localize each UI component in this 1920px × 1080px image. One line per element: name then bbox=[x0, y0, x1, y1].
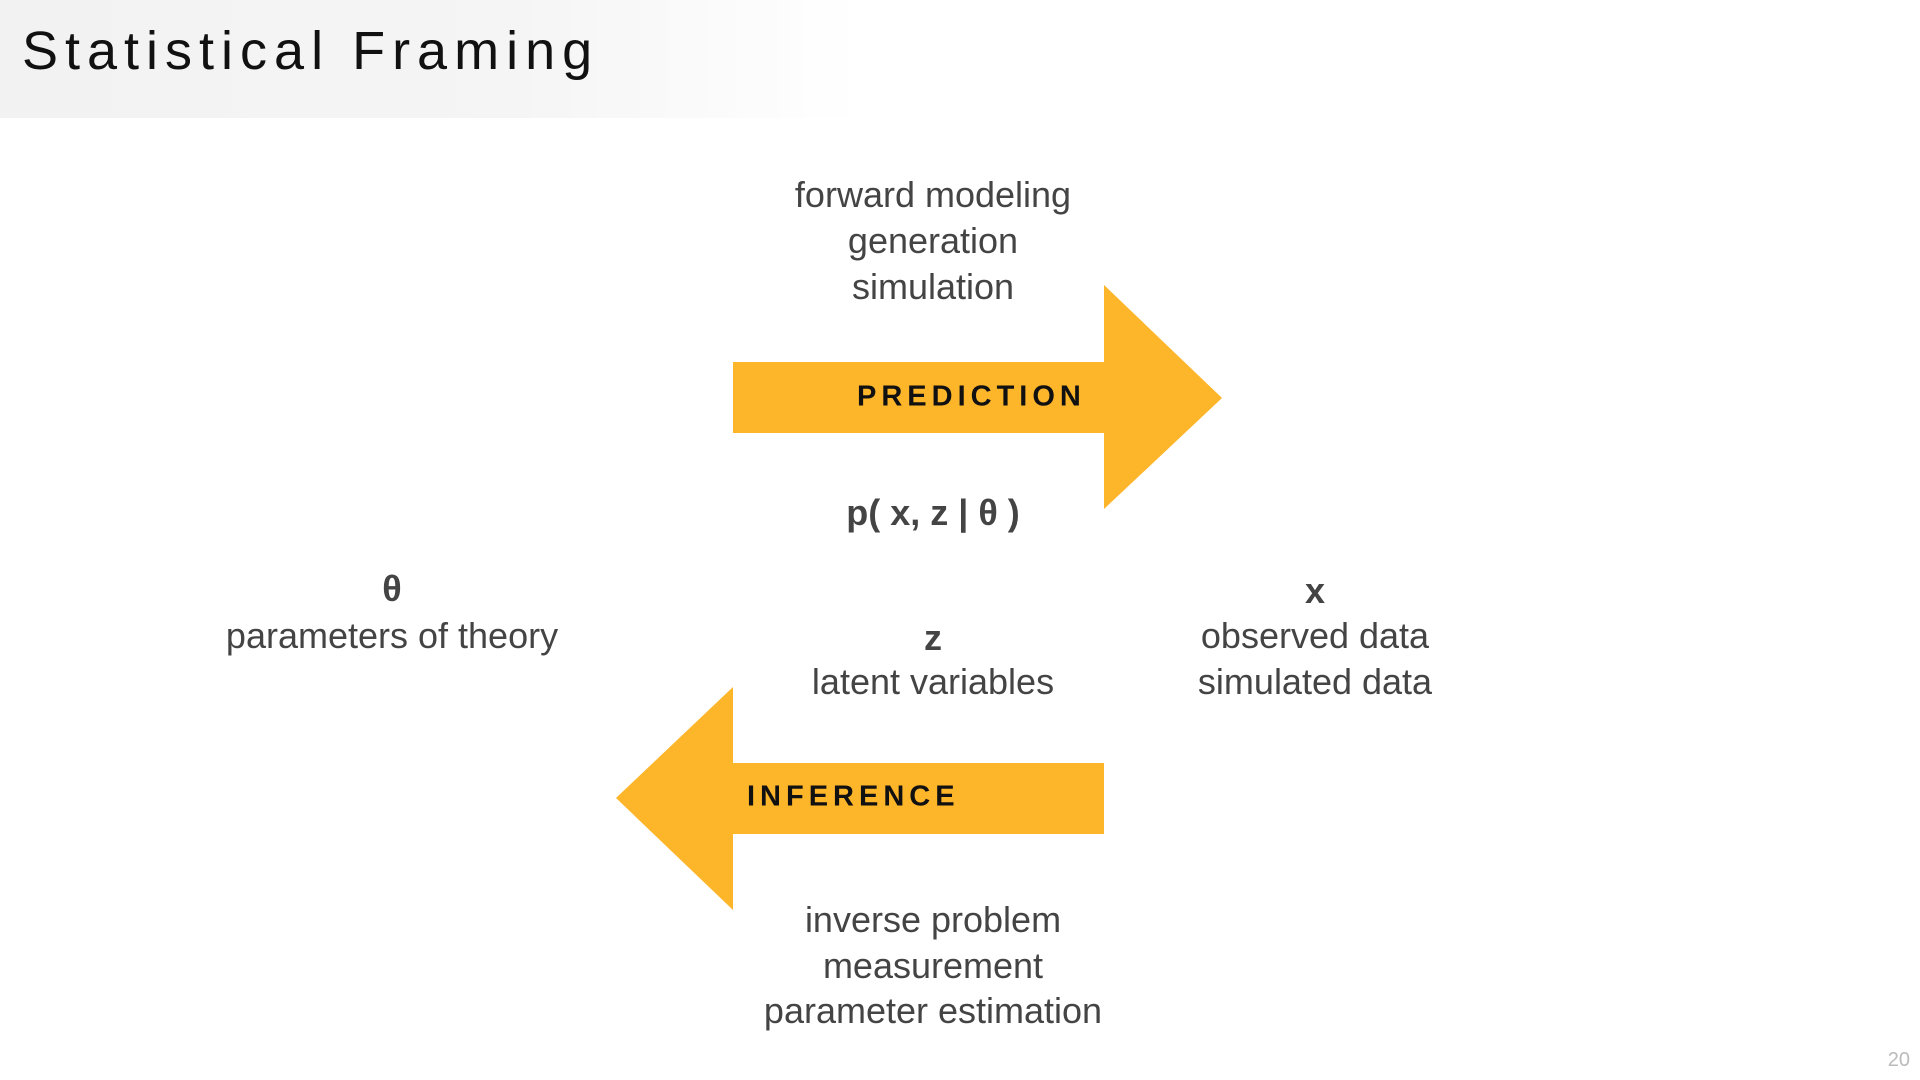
inference-text: parameter estimation bbox=[763, 990, 1103, 1031]
inference-text: measurement bbox=[822, 945, 1044, 986]
prediction-arrow bbox=[733, 285, 1222, 509]
x-description: simulated data bbox=[1197, 661, 1433, 702]
prediction-text: generation bbox=[847, 220, 1019, 261]
x-symbol: x bbox=[1304, 570, 1326, 611]
theta-description: parameters of theory bbox=[225, 615, 559, 656]
prediction-text: forward modeling bbox=[794, 174, 1072, 215]
title-background bbox=[0, 0, 860, 118]
z-symbol: z bbox=[924, 617, 942, 658]
z-description: latent variables bbox=[811, 661, 1055, 702]
inference-label: INFERENCE bbox=[747, 780, 960, 813]
inference-text: inverse problem bbox=[804, 899, 1062, 940]
page-number: 20 bbox=[1887, 1049, 1910, 1071]
slide-title: Statistical Framing bbox=[22, 21, 600, 81]
inference-arrow bbox=[616, 687, 1104, 910]
x-description: observed data bbox=[1200, 615, 1430, 656]
theta-symbol: θ bbox=[382, 568, 402, 609]
likelihood-formula: p( x, z | θ ) bbox=[846, 492, 1020, 533]
prediction-text: simulation bbox=[851, 266, 1015, 307]
prediction-label: PREDICTION bbox=[857, 380, 1086, 413]
